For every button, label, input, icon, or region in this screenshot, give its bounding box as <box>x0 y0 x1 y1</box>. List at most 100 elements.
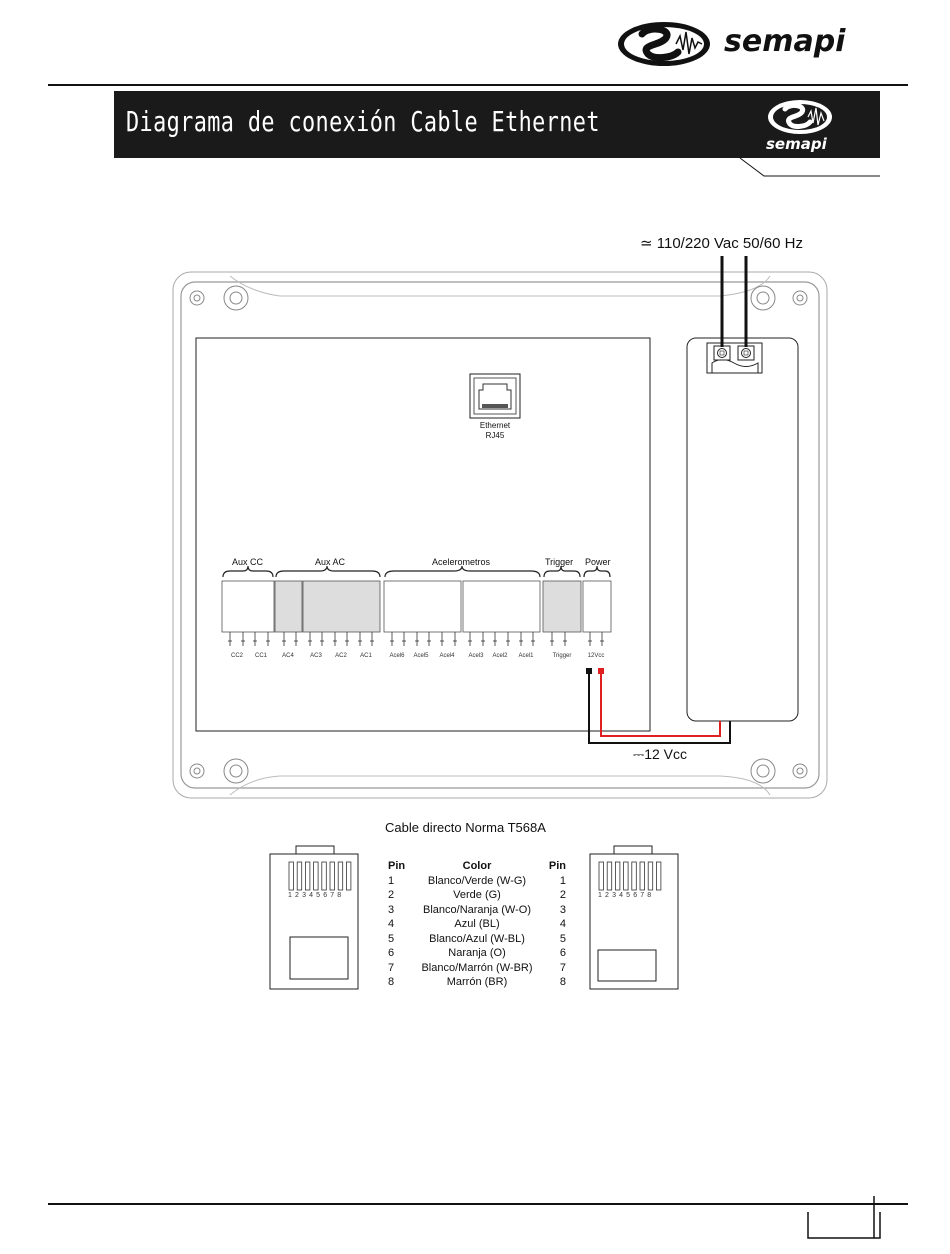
group-label-acelerometros: Acelerometros <box>432 557 491 567</box>
pinout-table: Pin Color Pin 1 Blanco/Verde (W-G) 1 2 Verde… <box>388 859 566 990</box>
pinout-pin-left: 8 <box>388 976 395 988</box>
pinout-color: Blanco/Verde (W-G) <box>427 874 527 887</box>
terminal-label: Acel6 <box>389 653 405 659</box>
rj45-pin-slots-right <box>598 861 662 891</box>
pinout-pin-left: 1 <box>388 874 395 887</box>
pinout-pin-right: 2 <box>559 889 566 901</box>
rj45-pin-slot <box>639 861 645 891</box>
pinout-pin-right: 7 <box>559 961 566 974</box>
terminal-label: CC2 <box>230 653 243 659</box>
banner-logo: semapi <box>760 95 860 155</box>
terminal-label: Acel5 <box>413 653 429 659</box>
group-label-trigger: Trigger <box>545 557 574 567</box>
terminal-block-ac4 <box>274 580 303 633</box>
rj45-pin-numbers-right: 1 2 3 4 5 6 7 8 <box>598 892 652 899</box>
terminal-label: CC1 <box>254 653 267 659</box>
dc-positive-terminal <box>598 668 604 674</box>
rj45-pin-slot <box>321 861 327 891</box>
rj45-pin-slot <box>606 861 613 891</box>
ethernet-label: Ethernet RJ45 <box>465 421 525 441</box>
rj45-pin-slot <box>304 861 311 891</box>
page-number-box <box>807 1212 881 1239</box>
pinout-pin-right: 5 <box>559 932 566 945</box>
pinout-row: 3 Blanco/Naranja (W-O) 3 <box>388 903 566 918</box>
rj45-pin-slot <box>329 861 335 891</box>
terminal-label: AC4 <box>282 653 294 659</box>
pinout-pin-left: 6 <box>388 947 395 959</box>
ac-terminal-connector <box>706 342 763 374</box>
ethernet-label-text: Ethernet <box>479 421 511 430</box>
power-supply-module <box>686 337 799 722</box>
rj45-pin-numbers-left: 1 2 3 4 5 6 7 8 <box>288 892 342 899</box>
pinout-color: Blanco/Naranja (W-O) <box>423 903 531 916</box>
terminal-label: 12Vcc <box>587 653 605 659</box>
pinout-pin-left: 7 <box>388 961 395 974</box>
semapi-logo-icon <box>768 100 832 134</box>
dc-power-text: 12 Vcc <box>644 746 687 762</box>
rj45-pin-slot <box>615 861 621 891</box>
rj45-pin-slot <box>623 861 629 891</box>
rj45-pin-slot <box>647 861 654 891</box>
banner-tab <box>739 157 880 177</box>
pinout-color: Blanco/Marrón (W-BR) <box>421 961 533 974</box>
cable-title: Cable directo Norma T568A <box>385 820 546 835</box>
terminal-block-power <box>582 580 612 633</box>
mounting-holes <box>189 285 808 784</box>
pinout-pin-right: 8 <box>559 976 566 988</box>
pinout-pin-left: 2 <box>388 889 395 901</box>
group-label-aux-cc: Aux CC <box>232 557 264 567</box>
dc-negative-wire <box>588 672 731 744</box>
pinout-pin-right: 4 <box>559 918 566 930</box>
terminal-block-acel-b <box>462 580 541 633</box>
dc-symbol-icon: ⎓ <box>633 746 645 762</box>
pinout-row: 2 Verde (G) 2 <box>388 888 566 903</box>
pinout-color: Azul (BL) <box>454 918 500 930</box>
rj45-pin-slot <box>598 861 604 891</box>
rj45-plug-left-icon <box>269 845 359 990</box>
terminal-label: AC1 <box>360 653 372 659</box>
enclosure-lid-edge <box>229 275 771 297</box>
terminal-pins <box>228 632 604 646</box>
terminal-block-acel-a <box>383 580 462 633</box>
rj45-pin-slot <box>631 861 637 891</box>
pinout-pin-right: 3 <box>559 903 566 916</box>
banner-title: Diagrama de conexión Cable Ethernet <box>126 105 600 138</box>
terminal-label: Trigger <box>552 653 572 659</box>
pinout-row: 7 Blanco/Marrón (W-BR) 7 <box>388 961 566 976</box>
pinout-header-pin: Pin <box>548 860 566 872</box>
pinout-pin-right: 6 <box>559 947 566 959</box>
dc-power-label: ⎓12 Vcc <box>633 746 687 763</box>
terminal-block-aux-ac <box>302 580 381 633</box>
rj45-pin-slot <box>656 861 662 891</box>
pinout-header-pin: Pin <box>388 860 406 872</box>
rj45-plug-right-icon <box>589 845 679 990</box>
terminal-blocks <box>221 580 612 633</box>
rj45-port-icon <box>469 373 521 419</box>
main-board <box>195 337 651 732</box>
pinout-color: Blanco/Azul (W-BL) <box>429 932 525 945</box>
pinout-header-color: Color <box>462 860 492 872</box>
terminal-label: Acel1 <box>518 653 534 659</box>
rj45-pin-slot <box>288 861 294 891</box>
enclosure-outer <box>172 271 828 799</box>
pinout-pin-left: 3 <box>388 903 395 916</box>
semapi-logo-icon <box>618 22 710 66</box>
header-logo: semapi <box>614 18 864 70</box>
terminal-block-trigger <box>542 580 582 633</box>
ethernet-sublabel-text: RJ45 <box>485 431 505 440</box>
pinout-row: 1 Blanco/Verde (W-G) 1 <box>388 874 566 889</box>
dc-positive-wire <box>600 672 721 737</box>
rj45-pin-slot <box>337 861 344 891</box>
pinout-color: Verde (G) <box>453 889 501 901</box>
terminal-block-aux-cc <box>221 580 275 633</box>
rj45-pin-slot <box>345 861 352 891</box>
rj45-pin-slot <box>296 861 303 891</box>
banner-brand-text: semapi <box>766 135 827 153</box>
dc-negative-terminal <box>586 668 592 674</box>
terminal-label: Acel3 <box>468 653 484 659</box>
pinout-pin-right: 1 <box>559 874 566 887</box>
group-braces <box>222 565 611 578</box>
